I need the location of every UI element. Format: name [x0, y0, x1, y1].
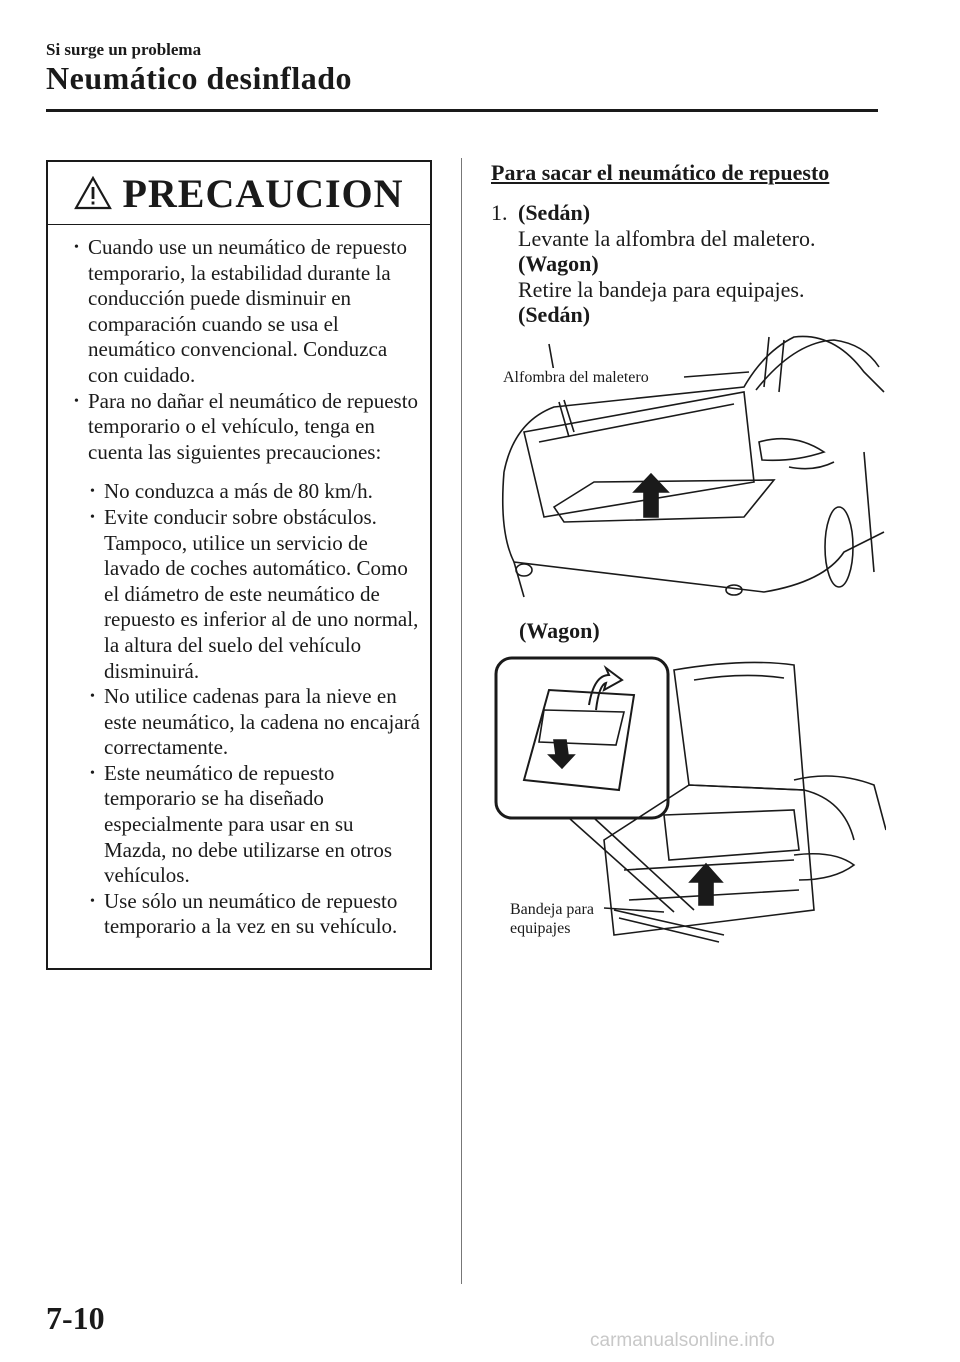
caution-sub-bullet: Este neumático de repuesto temporario se…: [90, 761, 420, 889]
procedure-heading: Para sacar el neumático de repuesto: [491, 160, 830, 185]
warning-triangle-icon: [74, 176, 113, 210]
wagon-label: (Wagon): [518, 251, 599, 276]
caution-sub-bullet: No conduzca a más de 80 km/h.: [90, 479, 420, 505]
page-title: Neumático desinflado: [46, 60, 352, 96]
watermark: carmanualsonline.info: [590, 1330, 775, 1351]
sedan-figure-label: (Sedán): [518, 302, 591, 327]
caution-sub-bullet: Use sólo un neumático de repuesto tempor…: [90, 889, 420, 940]
caution-title: PRECAUCION: [122, 170, 404, 216]
caution-sub-bullet: Evite conducir sobre obstáculos. Tampoco…: [90, 505, 420, 684]
sedan-trunk-illustration: [502, 335, 885, 598]
luggage-cover-callout: Bandeja para equipajes: [510, 900, 594, 938]
title-divider: [46, 109, 878, 112]
wagon-instruction: Retire la bandeja para equipajes.: [518, 276, 805, 302]
caution-header: PRECAUCION: [48, 162, 430, 225]
wagon-cargo-illustration: [494, 656, 886, 943]
luggage-cover-callout-line1: Bandeja para: [510, 901, 594, 918]
caution-body: Cuando use un neumático de repuesto temp…: [48, 225, 430, 940]
caution-bullet: Cuando use un neumático de repuesto temp…: [74, 235, 420, 389]
sedan-instruction: Levante la alfombra del maletero.: [518, 225, 816, 251]
caution-sub-bullet: No utilice cadenas para la nieve en este…: [90, 684, 420, 761]
wagon-figure-label: (Wagon): [519, 618, 600, 643]
sedan-label: (Sedán): [518, 200, 591, 225]
caution-sub-list: No conduzca a más de 80 km/h. Evite cond…: [74, 479, 420, 940]
trunk-mat-callout: Alfombra del maletero: [503, 368, 649, 387]
caution-box: PRECAUCION Cuando use un neumático de re…: [46, 160, 432, 970]
step-1: 1. (Sedán) Levante la alfombra del malet…: [491, 200, 815, 328]
caution-bullet: Para no dañar el neumático de repuesto t…: [74, 389, 420, 466]
step-number: 1.: [491, 200, 508, 225]
luggage-cover-callout-line2: equipajes: [510, 920, 571, 937]
section-label: Si surge un problema: [46, 40, 202, 59]
page-number: 7-10: [46, 1300, 105, 1336]
column-divider: [461, 158, 462, 1284]
